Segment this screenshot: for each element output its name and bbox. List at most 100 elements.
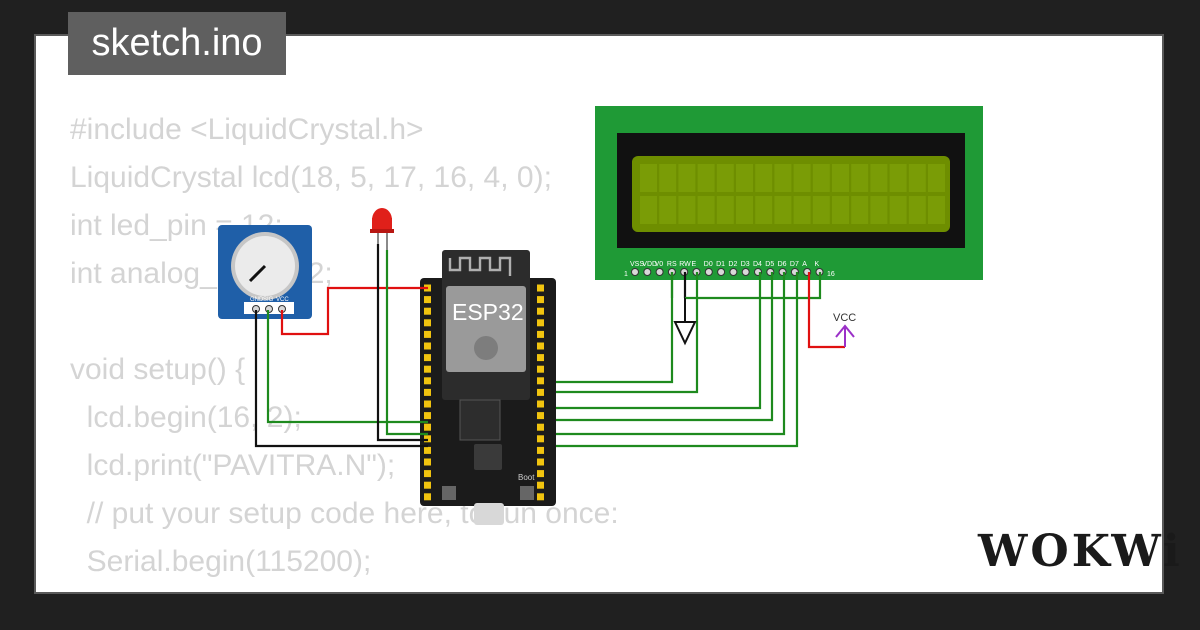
esp32-pin-headers: [424, 284, 544, 501]
esp32-pin-left[interactable]: [424, 446, 431, 454]
esp32-pin-right[interactable]: [537, 481, 544, 489]
lcd-wires: [540, 272, 845, 448]
esp32-pin-right[interactable]: [537, 470, 544, 478]
esp32-pin-right[interactable]: [537, 400, 544, 408]
esp32-pin-left[interactable]: [424, 400, 431, 408]
esp32-pin-right[interactable]: [537, 307, 544, 315]
lcd-cell: [870, 196, 888, 224]
esp32-board[interactable]: ESP32 Boot: [420, 250, 556, 525]
lcd-pin[interactable]: [631, 268, 639, 276]
lcd-pin[interactable]: [655, 268, 664, 276]
pot-pin-label: VCC: [276, 297, 289, 303]
esp32-pin-right[interactable]: [537, 354, 544, 362]
esp32-pin-right[interactable]: [537, 446, 544, 454]
lcd-cell: [889, 196, 907, 224]
lcd-pin[interactable]: [741, 268, 750, 276]
esp32-pin-left[interactable]: [424, 377, 431, 385]
lcd-cell: [851, 164, 869, 192]
esp32-pin-right[interactable]: [537, 423, 544, 431]
esp32-pin-left[interactable]: [424, 458, 431, 466]
lcd-cell: [928, 164, 945, 192]
esp32-pin-right[interactable]: [537, 319, 544, 327]
lcd-cell: [870, 164, 888, 192]
esp32-pin-left[interactable]: [424, 435, 431, 443]
pot-pin-label: SIG: [263, 297, 274, 303]
lcd-cell: [832, 164, 849, 192]
esp32-pin-right[interactable]: [537, 342, 544, 350]
esp32-pin-left[interactable]: [424, 365, 431, 373]
esp32-label: ESP32: [452, 299, 524, 325]
lcd-pin-label: D5: [765, 261, 774, 268]
espressif-logo-icon: [474, 336, 498, 360]
esp32-pin-right[interactable]: [537, 365, 544, 373]
pot-pin-label: GND: [250, 297, 264, 303]
esp32-pin-left[interactable]: [424, 423, 431, 431]
wokwi-logo: WOKWi: [978, 526, 1183, 577]
boot-button[interactable]: [520, 486, 534, 500]
esp32-pin-left[interactable]: [424, 319, 431, 327]
lcd-pin-number-first: 1: [624, 271, 628, 278]
lcd-pin-label: D4: [753, 261, 762, 268]
code-line: #include <LiquidCrystal.h>: [70, 113, 424, 146]
lcd-cell: [812, 164, 830, 192]
lcd-cell: [774, 164, 792, 192]
esp32-pin-right[interactable]: [537, 435, 544, 443]
lcd-cell: [736, 164, 753, 192]
esp32-pin-left[interactable]: [424, 307, 431, 315]
lcd-cell: [640, 164, 657, 192]
esp32-pin-right[interactable]: [537, 377, 544, 385]
lcd-pin-label: V0: [655, 261, 664, 268]
code-line: lcd.begin(16, 2);: [70, 401, 302, 434]
en-button[interactable]: [442, 486, 456, 500]
esp32-pin-left[interactable]: [424, 330, 431, 338]
esp32-pin-left[interactable]: [424, 412, 431, 420]
lcd-cell: [716, 164, 734, 192]
vcc-label: VCC: [833, 312, 856, 324]
lcd-pin[interactable]: [704, 268, 713, 276]
lcd-pin-label: D3: [741, 261, 750, 268]
esp32-pin-left[interactable]: [424, 493, 431, 501]
lcd-cell: [640, 196, 657, 224]
esp32-pin-right[interactable]: [537, 412, 544, 420]
esp32-pin-left[interactable]: [424, 354, 431, 362]
lcd-pin-label: A: [802, 261, 807, 268]
esp32-pin-right[interactable]: [537, 493, 544, 501]
lcd-cell: [793, 196, 811, 224]
code-preview: #include <LiquidCrystal.h> LiquidCrystal …: [70, 106, 619, 592]
lcd-pin-label: D1: [716, 261, 725, 268]
lcd-pin-label: VSS: [630, 261, 644, 268]
lcd-pin[interactable]: [717, 268, 726, 276]
file-tab[interactable]: sketch.ino: [68, 12, 286, 75]
lcd-pin[interactable]: [643, 268, 652, 276]
lcd-cell: [928, 196, 945, 224]
esp32-pin-right[interactable]: [537, 296, 544, 304]
usb-port: [474, 503, 504, 525]
lcd-cell: [697, 196, 715, 224]
lcd-pin-number-last: 16: [827, 271, 835, 278]
code-line: LiquidCrystal lcd(18, 5, 17, 16, 4, 0);: [70, 161, 552, 194]
lcd-cell: [659, 196, 677, 224]
lcd-pin-label: D6: [778, 261, 787, 268]
esp32-pin-right[interactable]: [537, 388, 544, 396]
esp32-pin-left[interactable]: [424, 470, 431, 478]
esp32-pin-right[interactable]: [537, 458, 544, 466]
lcd-cell: [736, 196, 753, 224]
lcd-cell: [851, 196, 869, 224]
lcd-cell: [774, 196, 792, 224]
esp32-pin-right[interactable]: [537, 284, 544, 292]
board-wires: [254, 244, 428, 448]
esp32-pin-left[interactable]: [424, 342, 431, 350]
vcc-symbol: VCC: [833, 312, 856, 347]
lcd-pin[interactable]: [729, 268, 738, 276]
code-line: Serial.begin(115200);: [70, 545, 372, 578]
esp32-pin-left[interactable]: [424, 388, 431, 396]
lcd-cell: [678, 196, 696, 224]
esp32-pin-left[interactable]: [424, 296, 431, 304]
red-led[interactable]: [370, 208, 394, 250]
esp32-pin-right[interactable]: [537, 330, 544, 338]
lcd-pin-label: K: [815, 261, 820, 268]
esp32-pin-left[interactable]: [424, 481, 431, 489]
